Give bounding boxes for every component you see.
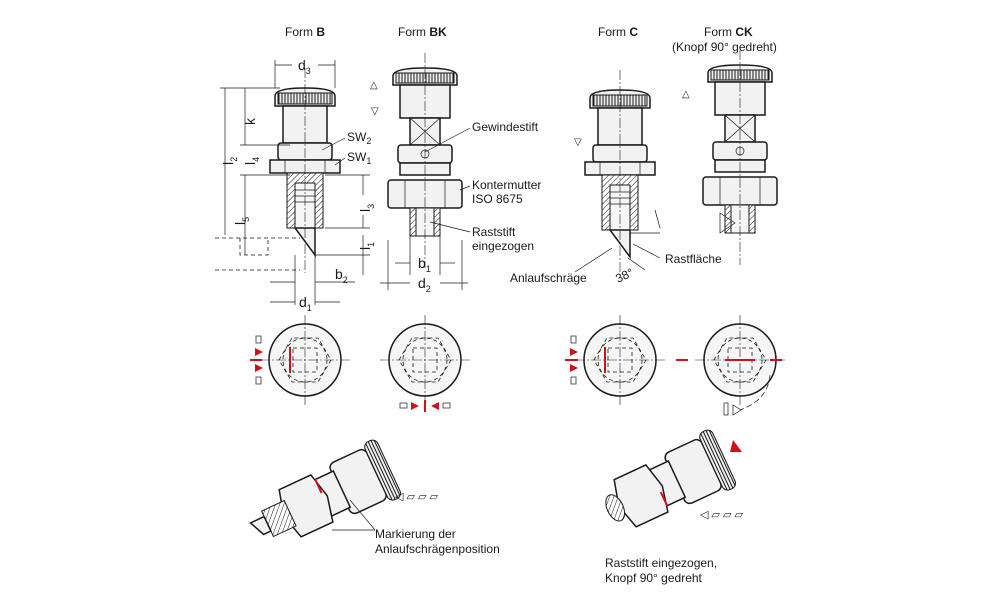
pull-arrow-icon: ▽ [574, 137, 582, 148]
form-c-title: Form C [598, 25, 638, 39]
callout-gewindestift: Gewindestift [472, 120, 539, 134]
form-ck-note: (Knopf 90° gedreht) [672, 40, 777, 54]
form-bk-drawing: △ ▽ b1 d2 [370, 52, 471, 294]
form-bk-title: Form BK [398, 25, 447, 39]
callout-markierung-1: Markierung der [375, 527, 456, 541]
end-view-c [565, 314, 666, 406]
label-sw2: SW2 [347, 130, 371, 146]
callout-kontermutter: Kontermutter [472, 178, 541, 192]
form-ck-title: Form CK [704, 25, 753, 39]
dim-d3: d3 [298, 57, 311, 76]
form-c-drawing: ▽ Anlaufschräge Rastfläche 38° [510, 69, 722, 286]
red-arrow-icon [730, 440, 742, 452]
form-b-title: Form B [285, 25, 325, 39]
rotation-arrows-icon: ◁ ▱ ▱ ▱ [395, 491, 439, 503]
callout-rastflaeche: Rastfläche [665, 252, 722, 266]
pull-arrow-icon: ▽ [371, 106, 379, 117]
callout-iso: ISO 8675 [472, 192, 523, 206]
dim-b2: b2 [335, 266, 348, 285]
form-ck-drawing: △ [682, 49, 778, 266]
dim-l5: l5 [232, 217, 251, 225]
iso-view-right [605, 429, 736, 528]
rotation-arrows-icon: ◁ ▱ ▱ ▱ [700, 509, 744, 521]
end-view-bk [379, 314, 471, 412]
end-view-ck [676, 314, 786, 416]
callout-raststift: Raststift [472, 225, 516, 239]
dim-d2: d2 [418, 275, 431, 294]
callout-anlaufschraege: Anlaufschräge [510, 271, 587, 285]
callout-retracted-2: Knopf 90° gedreht [605, 571, 703, 585]
dim-b1: b1 [418, 255, 431, 274]
dim-l4: l4 [242, 157, 261, 165]
push-arrow-icon: △ [370, 80, 378, 91]
callout-markierung-2: Anlaufschrägenposition [375, 542, 500, 556]
label-sw1: SW1 [347, 150, 371, 166]
angle-38: 38° [613, 265, 636, 285]
callout-eingezogen: eingezogen [472, 239, 534, 253]
push-arrow-icon: △ [682, 89, 690, 100]
dim-l2: l2 [220, 157, 239, 165]
form-b-drawing: d3 k l2 l4 l5 l3 l1 b2 d1 SW2 SW1 [215, 57, 376, 313]
dim-d1: d1 [299, 294, 312, 313]
dim-l3: l3 [357, 204, 376, 212]
end-view-b [250, 314, 351, 406]
dim-k: k [242, 117, 258, 125]
dim-l1: l1 [357, 242, 376, 250]
callout-retracted-1: Raststift eingezogen, [605, 556, 717, 570]
iso-view-left [249, 439, 401, 538]
